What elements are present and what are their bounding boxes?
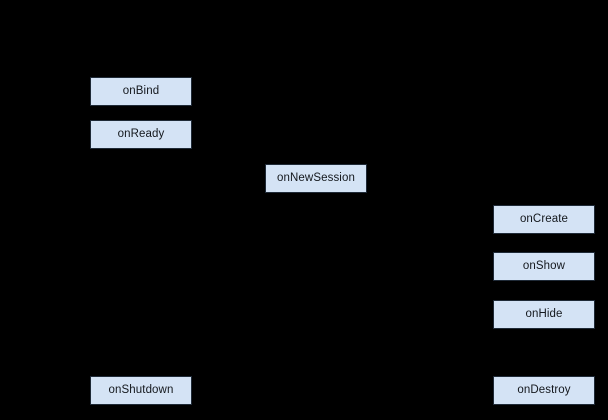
edge-group — [140, 91, 545, 391]
node-oncreate[interactable]: onCreate — [493, 205, 595, 234]
node-onshutdown[interactable]: onShutdown — [90, 376, 192, 405]
node-ondestroy[interactable]: onDestroy — [493, 376, 595, 405]
node-onshow[interactable]: onShow — [493, 252, 595, 281]
node-onnewsession[interactable]: onNewSession — [265, 164, 367, 193]
node-onbind[interactable]: onBind — [90, 77, 192, 106]
node-onhide[interactable]: onHide — [493, 300, 595, 329]
node-onready[interactable]: onReady — [90, 120, 192, 149]
